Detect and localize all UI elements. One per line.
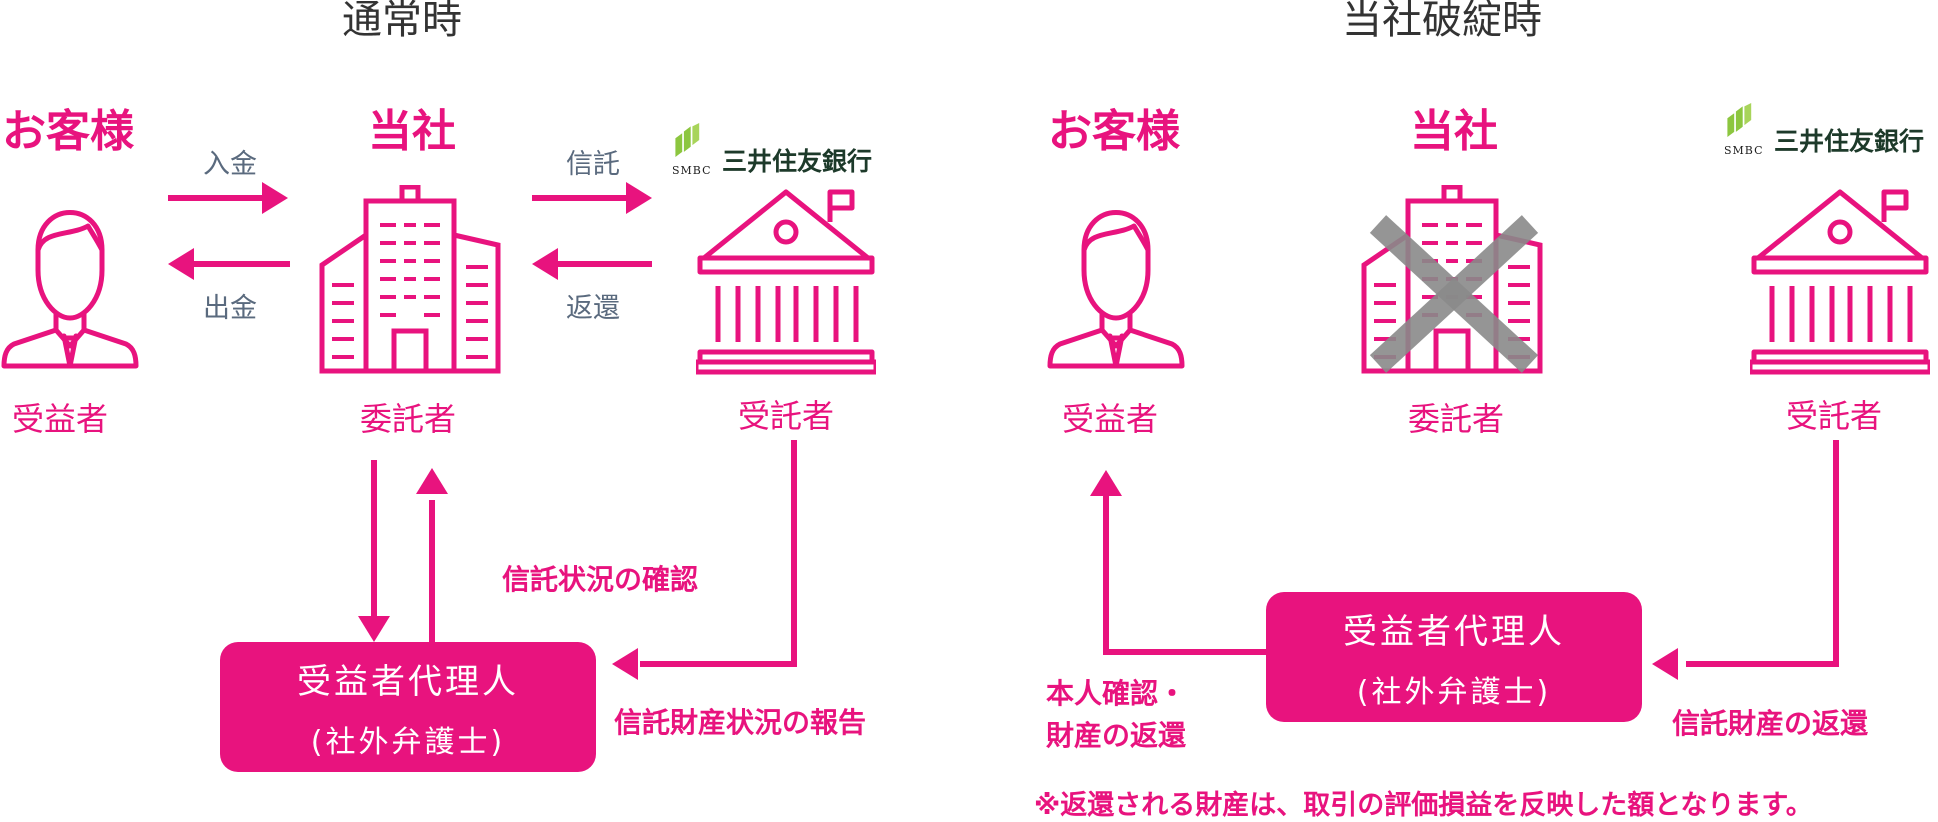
bankrupt-cross-icon (1369, 215, 1539, 373)
return-label: 返還 (566, 293, 620, 324)
normal-company-label: 当社 (368, 106, 456, 157)
agent-title: 受益者代理人 (297, 661, 519, 702)
bankrupt-company-label: 当社 (1410, 106, 1498, 157)
normal-company-role: 委託者 (360, 400, 457, 438)
normal-customer-role: 受益者 (12, 400, 109, 438)
bankrupt-customer-label: お客様 (1048, 106, 1180, 157)
bankrupt-customer-role: 受益者 (1062, 400, 1159, 438)
bankrupt-bank-name: 三井住友銀行 (1774, 127, 1925, 156)
trust-property-report-label: 信託財産状況の報告 (614, 706, 867, 739)
smbc-logo-text: SMBC (672, 164, 712, 177)
bankrupt-bank-role: 受託者 (1786, 397, 1883, 435)
footnote: ※返還される財産は、取引の評価損益を反映した額となります。 (1034, 790, 1813, 821)
identity-check-label: 本人確認・ (1046, 677, 1187, 710)
normal-bank-name: 三井住友銀行 (722, 147, 873, 176)
withdraw-label: 出金 (203, 293, 257, 324)
trust-property-return-label: 信託財産の返還 (1672, 707, 1869, 740)
deposit-label: 入金 (203, 149, 257, 180)
agent-subtitle: (社外弁護士) (310, 724, 506, 760)
normal-bank-role: 受託者 (738, 397, 835, 435)
property-return-label: 財産の返還 (1046, 719, 1187, 752)
trust-status-confirm-label: 信託状況の確認 (502, 563, 699, 596)
normal-customer-label: お客様 (2, 106, 134, 157)
agent-subtitle: (社外弁護士) (1356, 674, 1552, 710)
smbc-logo-text: SMBC (1724, 144, 1764, 157)
bankrupt-company-role: 委託者 (1408, 400, 1505, 438)
normal-beneficiary-agent-box: 受益者代理人 (社外弁護士) (220, 642, 596, 772)
trust-label: 信託 (566, 149, 620, 180)
normal-title: 通常時 (342, 0, 462, 43)
agent-title: 受益者代理人 (1343, 611, 1565, 652)
bankrupt-title: 当社破綻時 (1342, 0, 1542, 43)
bankrupt-beneficiary-agent-box: 受益者代理人 (社外弁護士) (1266, 592, 1642, 722)
